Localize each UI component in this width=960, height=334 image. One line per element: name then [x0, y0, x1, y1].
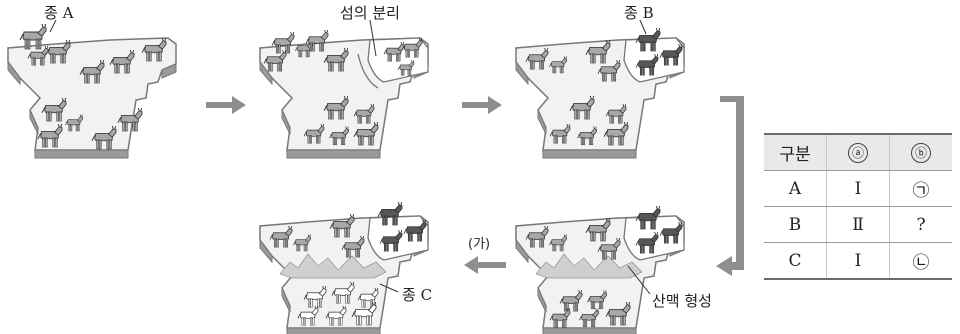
island-separation-label: 섬의 분리 — [340, 4, 400, 22]
table-row: B Ⅱ ? — [764, 206, 952, 243]
table-cell: ? — [889, 206, 952, 243]
panel-species-a: 종 A — [7, 4, 177, 159]
table-cell: A — [764, 170, 827, 207]
table-header-row: 구분 ⓐ ⓑ — [764, 133, 952, 171]
arrow-down-left — [716, 96, 744, 276]
panel-island-separation — [259, 30, 429, 159]
table-cell: Ⅰ — [826, 242, 890, 280]
panel-species-c — [259, 202, 429, 334]
species-c-label: 종 C — [402, 286, 432, 304]
table-cell: ㉠ — [889, 170, 952, 207]
table-cell: B — [764, 206, 827, 243]
species-a-label: 종 A — [44, 4, 74, 22]
arrow-right-1 — [206, 96, 246, 114]
arrow-left-ga — [464, 256, 506, 274]
arrow-right-2 — [462, 96, 502, 114]
panel-species-b — [515, 28, 685, 159]
species-b-label: 종 B — [624, 4, 654, 22]
table-cell: C — [764, 242, 827, 280]
mountain-range — [279, 253, 387, 279]
mountain-formation-label: 산맥 형성 — [652, 292, 712, 310]
species-comparison-table: 구분 ⓐ ⓑ A Ⅰ ㉠ B Ⅱ ? C Ⅰ ㉡ — [764, 133, 952, 280]
table-row: A Ⅰ ㉠ — [764, 170, 952, 207]
header-a: ⓐ — [826, 133, 890, 171]
table-row: C Ⅰ ㉡ — [764, 242, 952, 280]
panel-mountain-formation — [515, 206, 685, 334]
step-ga-label: (가) — [468, 237, 490, 252]
table-cell: ㉡ — [889, 242, 952, 280]
header-category: 구분 — [764, 133, 827, 171]
table-cell: Ⅰ — [826, 170, 890, 207]
table-cell: Ⅱ — [826, 206, 890, 243]
mountain-range — [535, 253, 643, 279]
header-b: ⓑ — [889, 133, 952, 171]
